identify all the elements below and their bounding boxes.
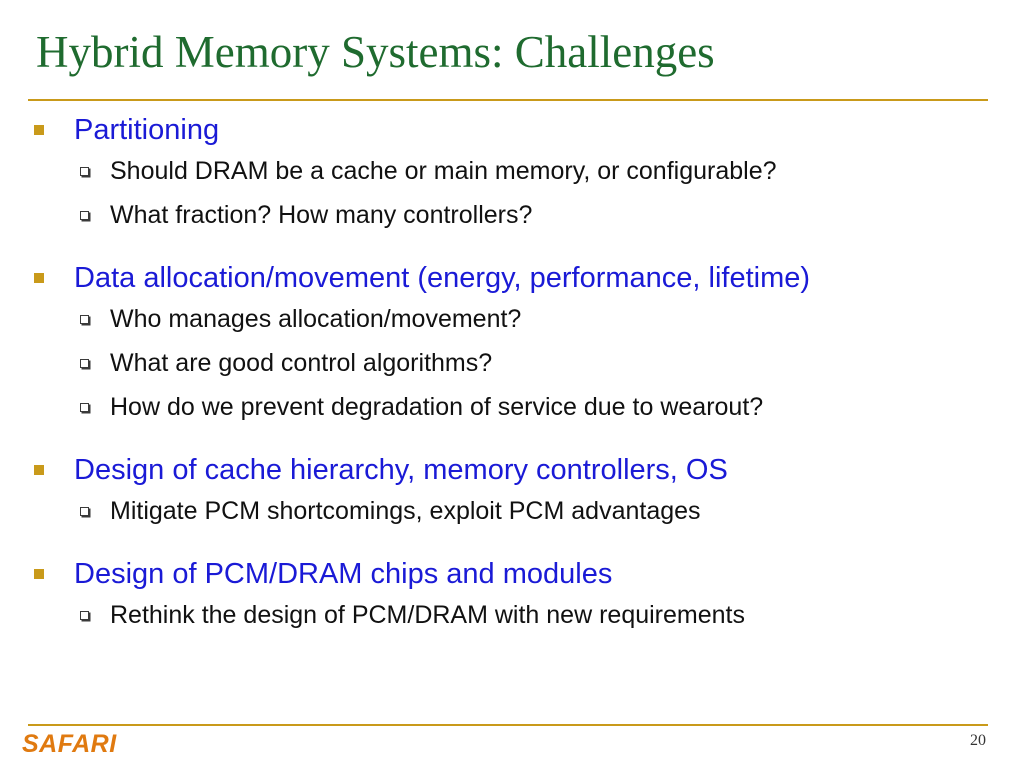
section-data-allocation: Data allocation/movement (energy, perfor… (34, 258, 994, 430)
hollow-square-bullet-icon (80, 315, 89, 324)
hollow-square-bullet-icon (80, 507, 89, 516)
sub-bullet-text: Rethink the design of PCM/DRAM with new … (110, 601, 745, 629)
hollow-square-bullet-icon (80, 611, 89, 620)
hollow-square-bullet-icon (80, 211, 89, 220)
page-number: 20 (970, 732, 986, 749)
hollow-square-bullet-icon (80, 403, 89, 412)
sub-bullet-item: Who manages allocation/movement? (34, 298, 994, 342)
square-bullet-icon (34, 125, 44, 135)
section-design-pcm-dram: Design of PCM/DRAM chips and modules Ret… (34, 554, 994, 638)
sub-bullet-text: Should DRAM be a cache or main memory, o… (110, 157, 777, 185)
sub-bullet-text: How do we prevent degradation of service… (110, 393, 764, 421)
sub-bullet-item: What fraction? How many controllers? (34, 194, 994, 238)
footer-divider (28, 724, 988, 726)
bullet-label: Partitioning (74, 114, 220, 146)
sub-bullet-item: What are good control algorithms? (34, 342, 994, 386)
sub-bullet-item: Mitigate PCM shortcomings, exploit PCM a… (34, 490, 994, 534)
bullet-item: Partitioning (34, 110, 994, 150)
square-bullet-icon (34, 465, 44, 475)
sub-bullet-item: Rethink the design of PCM/DRAM with new … (34, 594, 994, 638)
bullet-item: Design of PCM/DRAM chips and modules (34, 554, 994, 594)
bullet-label: Design of cache hierarchy, memory contro… (74, 454, 728, 486)
bullet-label: Design of PCM/DRAM chips and modules (74, 558, 613, 590)
square-bullet-icon (34, 569, 44, 579)
square-bullet-icon (34, 273, 44, 283)
sub-bullet-text: What fraction? How many controllers? (110, 201, 533, 229)
sub-bullet-text: Mitigate PCM shortcomings, exploit PCM a… (110, 497, 701, 525)
bullet-item: Design of cache hierarchy, memory contro… (34, 450, 994, 490)
sub-bullet-item: Should DRAM be a cache or main memory, o… (34, 150, 994, 194)
hollow-square-bullet-icon (80, 167, 89, 176)
slide-title: Hybrid Memory Systems: Challenges (36, 27, 715, 77)
bullet-label: Data allocation/movement (energy, perfor… (74, 262, 811, 294)
bullet-list: Partitioning Should DRAM be a cache or m… (34, 110, 994, 658)
safari-logo: SAFARI (22, 730, 117, 758)
sub-bullet-text: Who manages allocation/movement? (110, 305, 522, 333)
section-design-cache-hierarchy: Design of cache hierarchy, memory contro… (34, 450, 994, 534)
section-partitioning: Partitioning Should DRAM be a cache or m… (34, 110, 994, 238)
sub-bullet-text: What are good control algorithms? (110, 349, 493, 377)
sub-bullet-item: How do we prevent degradation of service… (34, 386, 994, 430)
title-divider (28, 99, 988, 101)
bullet-item: Data allocation/movement (energy, perfor… (34, 258, 994, 298)
hollow-square-bullet-icon (80, 359, 89, 368)
